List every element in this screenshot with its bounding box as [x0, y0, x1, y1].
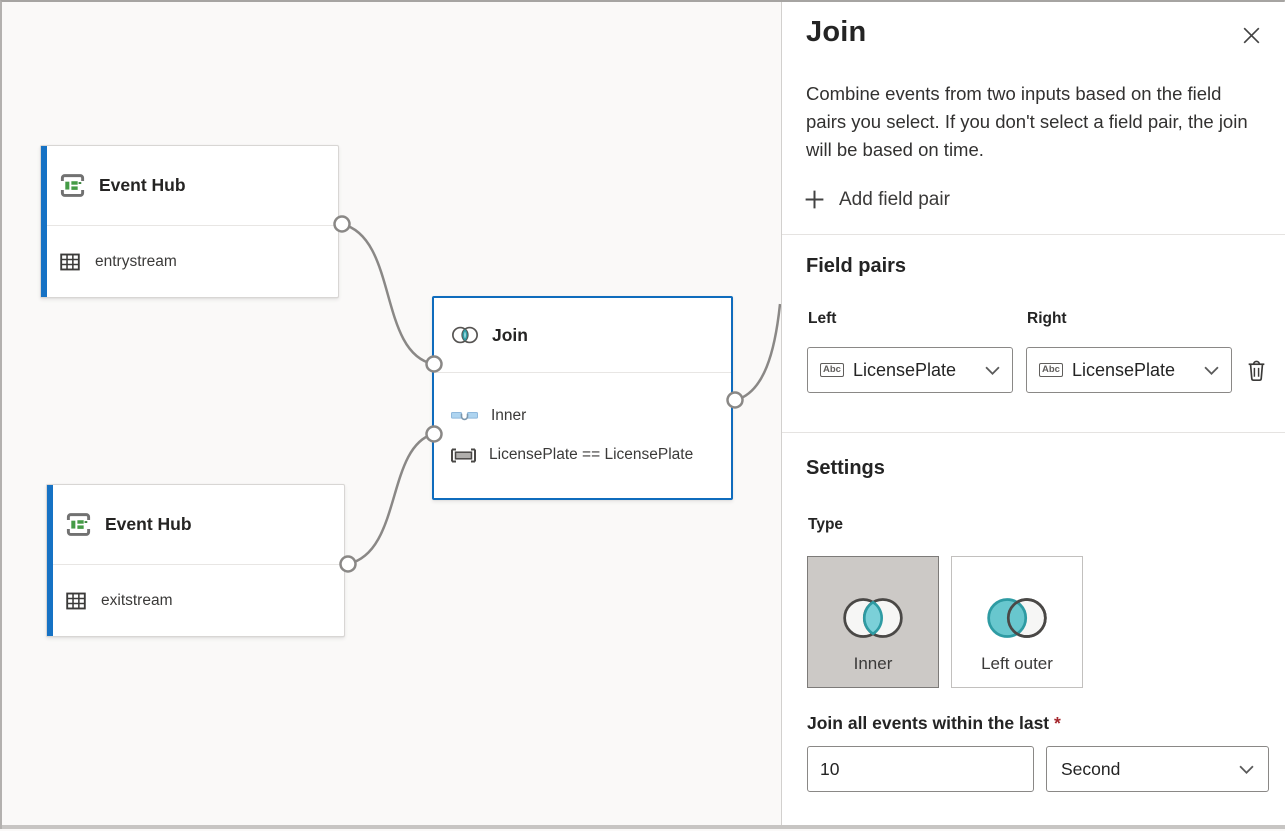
node-accent-bar — [41, 146, 47, 297]
panel-title: Join — [806, 16, 867, 48]
string-type-icon: Abc — [1039, 363, 1063, 377]
node-event-hub-exitstream[interactable]: Event Hub exitstream — [46, 484, 345, 637]
join-node-body: Inner LicensePlate == LicensePlate — [434, 373, 731, 498]
chevron-down-icon — [1239, 765, 1254, 774]
join-condition-row: LicensePlate == LicensePlate — [451, 446, 731, 464]
chevron-down-icon — [985, 366, 1000, 375]
node-divider — [47, 564, 344, 565]
event-hub-icon — [60, 174, 85, 197]
delete-field-pair-button[interactable] — [1241, 354, 1271, 386]
plus-icon — [805, 190, 824, 209]
section-divider — [782, 234, 1285, 235]
join-type-text: Inner — [491, 407, 527, 424]
join-window-value-input[interactable] — [807, 746, 1034, 792]
type-label: Type — [808, 516, 844, 533]
right-field-dropdown[interactable]: Abc LicensePlate — [1026, 347, 1232, 393]
join-type-option-inner[interactable]: Inner — [807, 556, 939, 688]
add-field-pair-button[interactable]: Add field pair — [803, 188, 950, 211]
join-window-unit-dropdown[interactable]: Second — [1046, 746, 1269, 792]
inner-join-icon — [451, 411, 478, 420]
node-event-hub-entrystream[interactable]: Event Hub entrystream — [40, 145, 339, 298]
edge-exitstream-to-join — [347, 432, 434, 566]
table-icon — [60, 253, 80, 270]
node-stream-name: entrystream — [95, 252, 177, 270]
add-field-pair-label: Add field pair — [839, 188, 950, 210]
settings-heading: Settings — [806, 457, 885, 479]
trash-icon — [1248, 360, 1264, 381]
join-window-label: Join all events within the last * — [807, 713, 1061, 734]
join-window-unit-value: Second — [1061, 758, 1121, 779]
left-field-label: Left — [808, 310, 837, 327]
node-divider — [434, 372, 731, 373]
edge-entrystream-to-join — [341, 222, 434, 366]
left-outer-join-venn-icon — [987, 598, 1047, 638]
inner-join-venn-icon — [843, 598, 903, 638]
section-divider — [782, 432, 1285, 433]
right-field-value: LicensePlate — [1071, 359, 1176, 380]
left-field-value: LicensePlate — [852, 359, 957, 380]
node-divider — [41, 225, 338, 226]
close-icon — [1243, 27, 1259, 43]
close-button[interactable] — [1236, 20, 1266, 50]
diagram-canvas[interactable]: Event Hub entrystream Event Hub — [2, 2, 781, 831]
join-condition-text: LicensePlate == LicensePlate — [489, 446, 694, 463]
left-field-dropdown[interactable]: Abc LicensePlate — [807, 347, 1013, 393]
join-venn-icon — [452, 326, 478, 344]
node-stream-name: exitstream — [101, 591, 173, 609]
string-type-icon: Abc — [820, 363, 844, 377]
node-title: Join — [492, 324, 528, 345]
required-marker: * — [1054, 713, 1061, 733]
node-header: Event Hub — [41, 146, 338, 225]
field-pairs-heading: Field pairs — [806, 255, 907, 277]
panel-description: Combine events from two inputs based on … — [806, 83, 1248, 160]
chevron-down-icon — [1204, 366, 1219, 375]
node-join[interactable]: Join Inner LicensePlate == LicensePlate — [432, 296, 733, 500]
table-icon — [66, 592, 86, 609]
join-type-option-label: Inner — [853, 654, 893, 673]
right-field-label: Right — [1027, 310, 1067, 327]
join-type-row: Inner — [451, 407, 731, 425]
window-bottom-border — [2, 825, 1285, 829]
event-hub-icon — [66, 513, 91, 536]
node-title: Event Hub — [105, 514, 192, 534]
node-stream-row[interactable]: entrystream — [41, 226, 338, 297]
join-config-panel: Join Combine events from two inputs base… — [781, 2, 1285, 827]
node-header: Join — [434, 298, 731, 372]
join-type-option-left-outer[interactable]: Left outer — [951, 556, 1083, 688]
node-accent-bar — [47, 485, 53, 636]
node-header: Event Hub — [47, 485, 344, 564]
join-window-label-text: Join all events within the last — [807, 713, 1050, 733]
edge-join-output — [735, 303, 781, 402]
node-title: Event Hub — [99, 175, 186, 195]
node-stream-row[interactable]: exitstream — [47, 565, 344, 636]
field-pair-icon — [451, 448, 476, 462]
join-type-option-label: Left outer — [981, 654, 1053, 673]
